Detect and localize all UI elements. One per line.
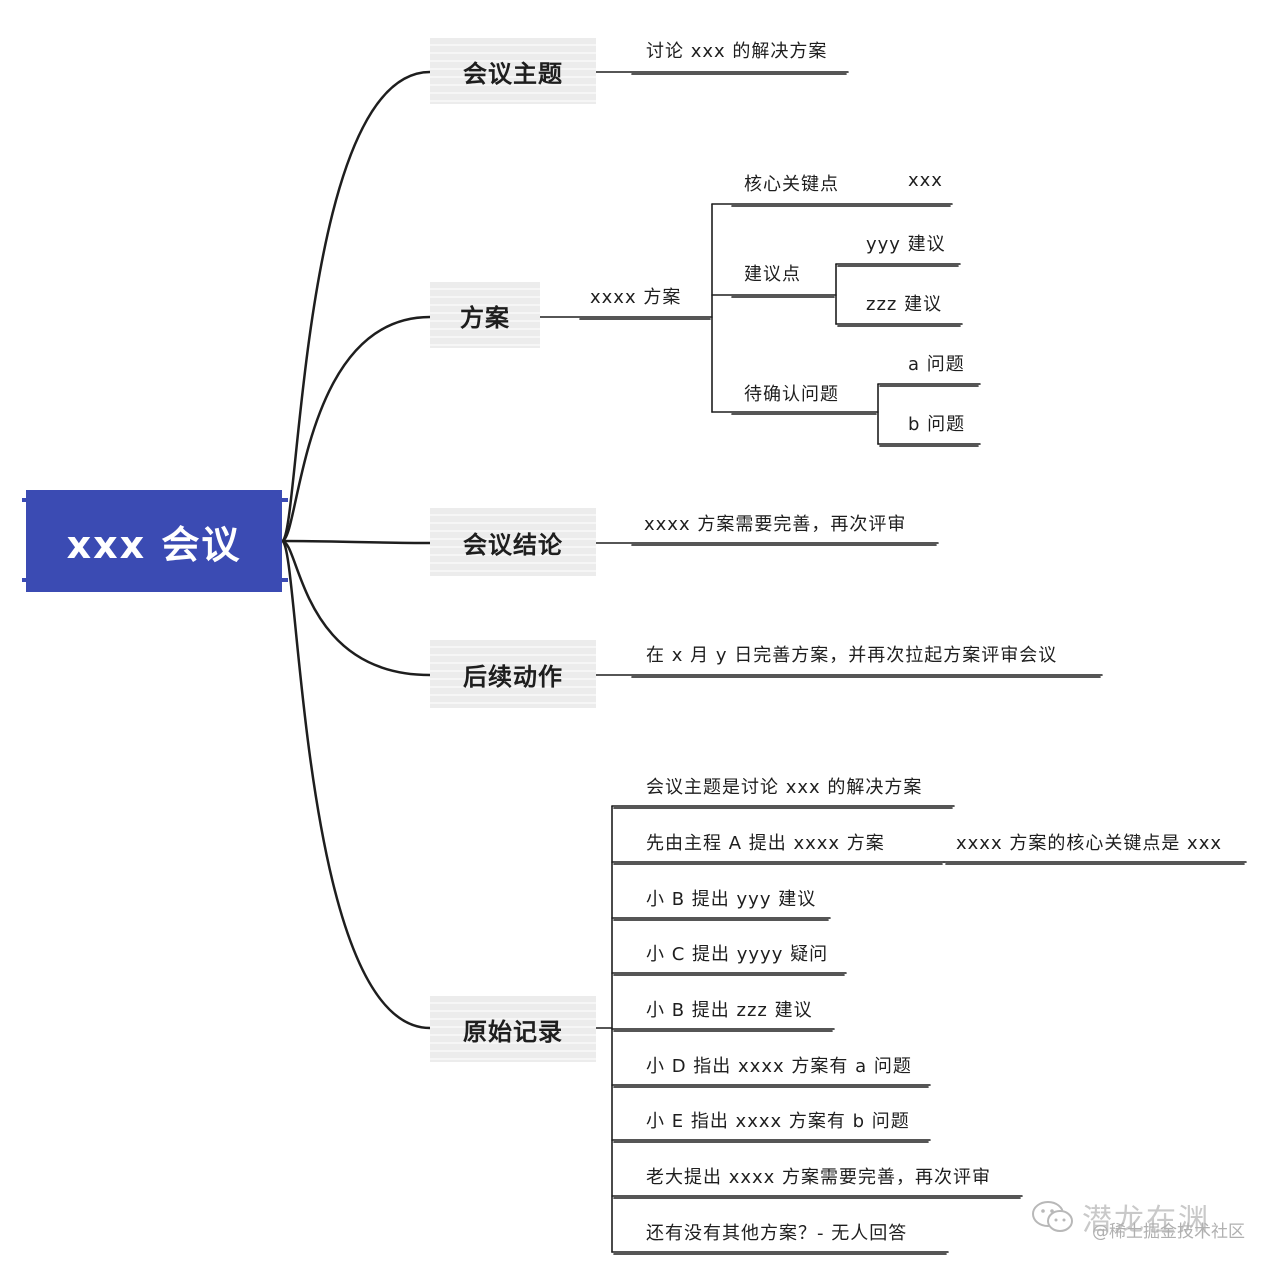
link-root-plan — [280, 315, 432, 543]
link-root-followup — [280, 539, 432, 677]
link-root-conclusion — [280, 539, 432, 545]
plan-suggestion-item: zzz 建议 — [866, 294, 943, 315]
branch-record-label: 原始记录 — [463, 1017, 563, 1046]
watermark-name: 潜龙在渊 — [1082, 1203, 1210, 1238]
record-item: 小 D 指出 xxxx 方案有 a 问题 — [646, 1056, 912, 1077]
branch-followup-label: 后续动作 — [463, 662, 563, 691]
record-item: 小 E 指出 xxxx 方案有 b 问题 — [646, 1111, 910, 1132]
record-item: 小 B 提出 zzz 建议 — [646, 1000, 813, 1021]
branch-conclusion: 会议结论 — [430, 508, 596, 576]
record-item: 小 C 提出 yyyy 疑问 — [646, 944, 829, 965]
record-item: 老大提出 xxxx 方案需要完善，再次评审 — [646, 1167, 992, 1188]
record-item: 小 B 提出 yyy 建议 — [646, 889, 817, 910]
branch-followup: 后续动作 — [430, 640, 596, 708]
plan-key-point-label: 核心关键点 — [744, 174, 839, 195]
followup-detail: 在 x 月 y 日完善方案，并再次拉起方案评审会议 — [646, 645, 1058, 666]
conclusion-detail: xxxx 方案需要完善，再次评审 — [644, 514, 907, 535]
branch-plan-label: 方案 — [460, 303, 510, 332]
watermark: 潜龙在渊 @稀土掘金技术社区 — [1030, 1195, 1270, 1245]
root-label: xxx 会议 — [66, 522, 242, 567]
plan-scheme: xxxx 方案 — [590, 287, 682, 308]
watermark-sub: @稀土掘金技术社区 — [1092, 1222, 1245, 1242]
plan-suggestion-item: yyy 建议 — [866, 234, 946, 255]
branch-plan: 方案 — [430, 282, 540, 348]
wechat-icon — [1032, 1201, 1073, 1232]
branch-record: 原始记录 — [430, 996, 596, 1062]
record-item: 还有没有其他方案？- 无人回答 — [646, 1223, 908, 1244]
plan-suggestions-label: 建议点 — [744, 264, 801, 285]
record-item: 先由主程 A 提出 xxxx 方案 — [646, 833, 885, 854]
branch-topic-label: 会议主题 — [463, 59, 563, 88]
record-item: 会议主题是讨论 xxx 的解决方案 — [646, 777, 923, 798]
plan-pending-item: b 问题 — [908, 414, 966, 435]
link-root-topic — [280, 70, 432, 543]
branch-topic: 会议主题 — [430, 38, 596, 104]
record-sub-detail: xxxx 方案的核心关键点是 xxx — [956, 833, 1223, 854]
plan-pending-item: a 问题 — [908, 354, 965, 375]
root-node: xxx 会议 — [22, 490, 288, 592]
plan-key-point-value: xxx — [908, 170, 943, 191]
plan-pending-label: 待确认问题 — [744, 384, 839, 405]
branch-conclusion-label: 会议结论 — [463, 530, 563, 559]
topic-detail: 讨论 xxx 的解决方案 — [646, 41, 828, 62]
link-root-record — [280, 539, 432, 1030]
